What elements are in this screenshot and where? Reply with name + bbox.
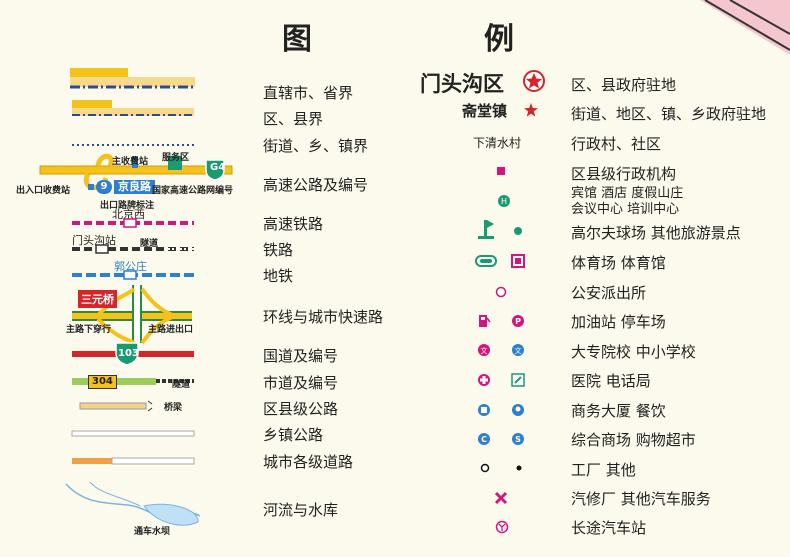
right-label-bus: 长途汽车站: [571, 519, 647, 537]
right-label-auto: 汽修厂 其他汽车服务: [571, 490, 711, 508]
supermarket-icon: S: [512, 433, 524, 445]
exit-toll-label: 出入口收费站: [16, 186, 71, 196]
county-boundary-symbol: [72, 100, 194, 116]
left-label-ring-road: 环线与城市快速路: [263, 308, 384, 326]
municipal-tunnel-label: 隧道: [172, 380, 191, 390]
left-label-county-boundary: 区、县界: [263, 110, 324, 128]
golf-icon: [478, 220, 494, 239]
right-label-gas: 加油站 停车场: [571, 313, 666, 331]
dam-label: 通车水坝: [134, 527, 171, 537]
left-label-street-boundary: 街道、乡、镇界: [263, 137, 369, 155]
town-seat-sample: 斋堂镇: [462, 102, 508, 120]
rail-station-label: 门头沟站: [72, 234, 116, 247]
right-label-golf: 高尔夫球场 其他旅游景点: [571, 224, 741, 242]
river-reservoir-symbol: [65, 481, 201, 526]
expressway-shield: G4: [210, 162, 226, 173]
main-toll-label: 主收费站: [112, 157, 149, 167]
left-label-municipal-boundary: 直辖市、省界: [263, 84, 354, 102]
high-speed-rail-symbol: [72, 218, 194, 228]
right-label-town-gov: 街道、地区、镇、乡政府驻地: [571, 105, 767, 123]
district-seat-sample: 门头沟区: [420, 72, 504, 96]
rail-tunnel-label: 隧道: [140, 239, 159, 249]
town-seat-icon: [524, 103, 538, 117]
gymnasium-icon: [511, 254, 525, 268]
hsr-station-label: 北京西: [112, 208, 145, 221]
right-label-factory: 工厂 其他: [571, 461, 636, 479]
right-label-school: 大专院校 中小学校: [571, 343, 696, 361]
left-label-national-road: 国道及编号: [263, 347, 339, 365]
right-label-hotel: 宾馆 酒店 度假山庄: [571, 186, 684, 201]
municipal-road-shield: 304: [88, 375, 117, 389]
subway-station-label: 郭公庄: [114, 260, 147, 273]
legend-title-left: 图: [282, 22, 312, 57]
underpass-label: 主路下穿行: [66, 325, 112, 335]
parking-icon: P: [512, 315, 524, 327]
subway-symbol: [72, 270, 194, 280]
shopping-mall-icon: C: [478, 433, 490, 445]
network-number-note: 国家高速公路网编号: [152, 186, 234, 196]
left-label-high-speed-rail: 高速铁路: [263, 215, 324, 233]
other-icon: [516, 465, 522, 471]
left-label-river: 河流与水库: [263, 501, 339, 519]
street-boundary-symbol: [72, 144, 194, 146]
district-seat-icon: [523, 70, 545, 92]
expressway-name-badge: 京良路: [114, 180, 155, 194]
left-label-township-road: 乡镇公路: [263, 426, 324, 444]
svg-text:S: S: [515, 435, 521, 444]
hotel-icon: H: [498, 195, 510, 207]
left-label-expressway: 高速公路及编号: [263, 176, 369, 194]
railway-symbol: [72, 244, 194, 254]
svg-text:文: 文: [481, 346, 488, 355]
telephone-icon: [511, 373, 525, 387]
corner-decoration: [700, 0, 790, 55]
right-label-village: 行政村、社区: [571, 135, 662, 153]
right-label-hospital: 医院 电话局: [571, 372, 651, 390]
svg-text:H: H: [501, 197, 507, 206]
college-icon: 文: [478, 344, 490, 356]
svg-text:P: P: [515, 317, 521, 326]
scenic-spot-icon: [514, 227, 522, 235]
national-road-shield: 103: [118, 348, 139, 359]
village-sample: 下清水村: [473, 136, 522, 150]
factory-icon: [480, 463, 490, 473]
bridge-label: 桥梁: [164, 403, 183, 413]
provincial-boundary-symbol: [70, 68, 195, 89]
restaurant-icon: [512, 404, 524, 416]
exit-sign-note: 出口路牌标注: [100, 201, 155, 211]
right-label-office: 商务大厦 餐饮: [571, 402, 666, 420]
legend-title-right: 例: [484, 22, 514, 57]
right-label-district-gov: 区、县政府驻地: [571, 76, 677, 94]
business-building-icon: [478, 404, 490, 416]
right-label-county-agency: 区县级行政机构: [571, 165, 677, 183]
county-agency-icon: [497, 167, 505, 175]
left-label-city-road: 城市各级道路: [263, 453, 354, 471]
svg-text:C: C: [481, 435, 487, 444]
left-label-subway: 地铁: [263, 267, 294, 285]
city-road-symbol: [72, 457, 195, 465]
ring-road-symbol: [72, 285, 192, 345]
hospital-icon: [478, 374, 490, 386]
township-road-symbol: [71, 430, 195, 437]
gas-station-icon: [479, 315, 491, 327]
exit-number-badge: 9: [96, 180, 112, 194]
school-icon: 文: [512, 344, 524, 356]
right-label-police: 公安派出所: [571, 284, 647, 302]
bus-station-icon: [495, 520, 509, 534]
left-label-railway: 铁路: [263, 241, 294, 259]
service-area-label: 服务区: [162, 153, 190, 163]
police-icon: [495, 286, 507, 298]
right-label-stadium: 体育场 体育馆: [571, 254, 666, 272]
right-label-hotel-line2: 会议中心 培训中心: [571, 202, 680, 217]
left-label-municipal-road: 市道及编号: [263, 374, 339, 392]
interchange-name: 三元桥: [78, 290, 117, 308]
right-label-mall: 综合商场 购物超市: [571, 431, 696, 449]
svg-text:文: 文: [515, 346, 522, 355]
left-label-county-road: 区县级公路: [263, 400, 339, 418]
ramp-label: 主路进出口: [148, 325, 194, 335]
county-road-symbol: [79, 400, 153, 412]
auto-repair-icon: [494, 491, 508, 505]
stadium-icon: [475, 255, 497, 267]
national-road-symbol: [72, 342, 194, 366]
